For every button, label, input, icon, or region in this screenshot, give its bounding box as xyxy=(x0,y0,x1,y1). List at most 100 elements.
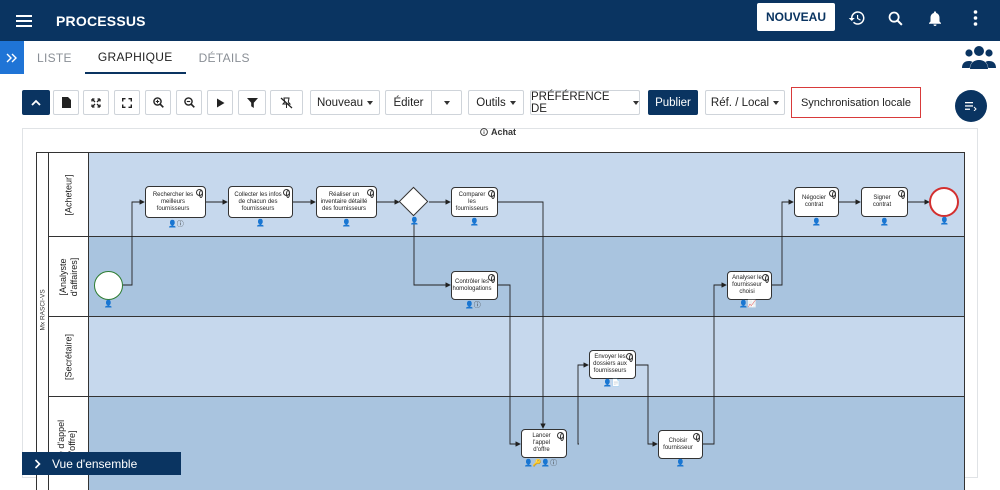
globe-icon xyxy=(367,189,374,198)
app-title: PROCESSUS xyxy=(56,12,146,29)
pool-label-text: Mx RASCI-VS xyxy=(39,289,47,331)
arrows-expand-icon xyxy=(91,97,101,108)
tab-graphique[interactable]: GRAPHIQUE xyxy=(84,41,186,74)
edit-button[interactable]: Éditer xyxy=(385,90,432,115)
publish-label: Publier xyxy=(655,96,691,109)
globe-icon xyxy=(196,189,203,198)
task-realiser-inventaire[interactable]: Réaliser un inventaire détaillé des four… xyxy=(316,186,377,218)
task-icons: 👤 xyxy=(470,219,479,226)
task-icons: 👤 xyxy=(880,219,889,226)
fit-button[interactable] xyxy=(83,90,109,115)
lane-label: [Secrétaire] xyxy=(63,333,73,380)
new-dropdown-button[interactable]: Nouveau xyxy=(310,90,380,115)
ref-local-dropdown-button[interactable]: Réf. / Local xyxy=(705,90,785,115)
task-icons: 👤ⓘ xyxy=(465,302,481,309)
task-lancer-appel-offre[interactable]: Lancer l'appel d'offre xyxy=(521,429,567,458)
task-collecter-infos[interactable]: Collecter les infos de chacun des fourni… xyxy=(228,186,293,218)
task-icons: 👤🔑👤ⓘ xyxy=(524,460,558,467)
chevron-right-icon xyxy=(22,458,52,469)
pin-off-icon xyxy=(280,97,293,108)
end-event-icons: 👤 xyxy=(940,218,949,225)
task-icons: 👤📈 xyxy=(739,301,757,308)
info-icon xyxy=(480,128,488,136)
play-button[interactable] xyxy=(207,90,233,115)
task-choisir-fournisseur[interactable]: Choisir fournisseur xyxy=(658,430,703,459)
task-icons: 👤ⓘ xyxy=(168,221,184,228)
collapse-toolbar-button[interactable] xyxy=(22,90,50,115)
globe-icon xyxy=(488,190,495,199)
end-event[interactable] xyxy=(929,187,959,217)
task-icons: 👤 xyxy=(812,219,821,226)
tab-details[interactable]: DÉTAILS xyxy=(198,50,250,65)
start-event-icons: 👤 xyxy=(104,301,113,308)
overview-label: Vue d'ensemble xyxy=(52,456,138,471)
task-comparer-fournisseurs[interactable]: Comparer les fournisseurs xyxy=(451,187,498,217)
task-controler-homologations[interactable]: Contrôler les homologations xyxy=(451,271,498,300)
edit-dropdown-toggle[interactable] xyxy=(431,90,462,115)
chevron-up-icon xyxy=(31,99,41,106)
globe-icon xyxy=(283,189,290,198)
pool-title-text: Achat xyxy=(491,127,517,137)
task-negocier-contrat[interactable]: Négocier contrat xyxy=(794,187,839,217)
lane-label: [Analyste d'affaires] xyxy=(57,257,79,296)
caret-down-icon xyxy=(443,100,450,105)
start-event[interactable] xyxy=(94,271,123,300)
hide-annotations-button[interactable] xyxy=(270,90,303,115)
more-options-icon[interactable] xyxy=(963,6,987,30)
task-signer-contrat[interactable]: Signer contrat xyxy=(861,187,908,217)
zoom-in-icon xyxy=(152,97,164,108)
caret-down-icon xyxy=(633,100,639,105)
task-icons: 👤 xyxy=(256,220,265,227)
tools-label: Outils xyxy=(476,96,506,109)
task-rechercher-fournisseurs[interactable]: Rechercher les meilleurs fournisseurs xyxy=(145,186,206,218)
play-icon xyxy=(216,98,224,107)
overview-toggle[interactable]: Vue d'ensemble xyxy=(22,452,181,475)
notifications-bell-icon[interactable] xyxy=(923,6,947,30)
expand-panel-icon[interactable] xyxy=(0,41,24,74)
zoom-in-button[interactable] xyxy=(145,90,171,115)
lane-header-analyste: [Analyste d'affaires] xyxy=(48,237,89,317)
globe-icon xyxy=(762,274,769,283)
local-sync-label: Synchronisation locale xyxy=(800,96,912,109)
new-process-button[interactable]: NOUVEAU xyxy=(757,3,835,31)
globe-icon xyxy=(488,274,495,283)
document-icon xyxy=(61,97,71,108)
side-panel-fab[interactable] xyxy=(955,90,987,122)
history-icon[interactable] xyxy=(845,6,869,30)
tab-liste[interactable]: LISTE xyxy=(37,50,72,65)
menu-icon[interactable] xyxy=(0,0,48,41)
lane-label: [Acheteur] xyxy=(63,173,73,216)
filter-button[interactable] xyxy=(238,90,266,115)
new-dropdown-label: Nouveau xyxy=(316,96,364,109)
task-analyser-fournisseur[interactable]: Analyser le fournisseur choisi xyxy=(727,271,772,300)
filter-icon xyxy=(246,97,258,108)
publish-button[interactable]: Publier xyxy=(648,90,698,115)
globe-icon xyxy=(898,190,905,199)
globe-icon xyxy=(829,190,836,199)
pool-title: Achat xyxy=(480,127,516,137)
fullscreen-button[interactable] xyxy=(114,90,140,115)
task-icons: 👤 xyxy=(342,220,351,227)
caret-down-icon xyxy=(509,100,516,105)
pool-label: Mx RASCI-VS xyxy=(36,152,48,490)
tools-dropdown-button[interactable]: Outils xyxy=(468,90,524,115)
users-group-icon[interactable] xyxy=(962,44,996,75)
lane-analyste xyxy=(89,237,965,317)
preference-dropdown-button[interactable]: PRÉFÉRENCE DE xyxy=(530,90,640,115)
fullscreen-icon xyxy=(122,97,132,108)
caret-down-icon xyxy=(367,100,374,105)
ref-local-label: Réf. / Local xyxy=(710,96,770,109)
list-menu-icon xyxy=(965,102,977,111)
lane-header-equipe: uipe d'appel d'offre] xyxy=(48,397,89,490)
local-sync-button[interactable]: Synchronisation locale xyxy=(791,87,921,118)
globe-icon xyxy=(557,432,564,441)
preference-label: PRÉFÉRENCE DE xyxy=(531,90,610,115)
view-tabs: LISTE GRAPHIQUE DÉTAILS xyxy=(24,41,263,74)
globe-icon xyxy=(693,433,700,442)
task-icons: 👤 xyxy=(676,460,685,467)
task-envoyer-dossiers[interactable]: Envoyer les dossiers aux fournisseurs xyxy=(589,350,636,379)
search-icon[interactable] xyxy=(883,6,907,30)
zoom-out-button[interactable] xyxy=(176,90,202,115)
lane-header-secretaire: [Secrétaire] xyxy=(48,317,89,397)
document-button[interactable] xyxy=(53,90,79,115)
